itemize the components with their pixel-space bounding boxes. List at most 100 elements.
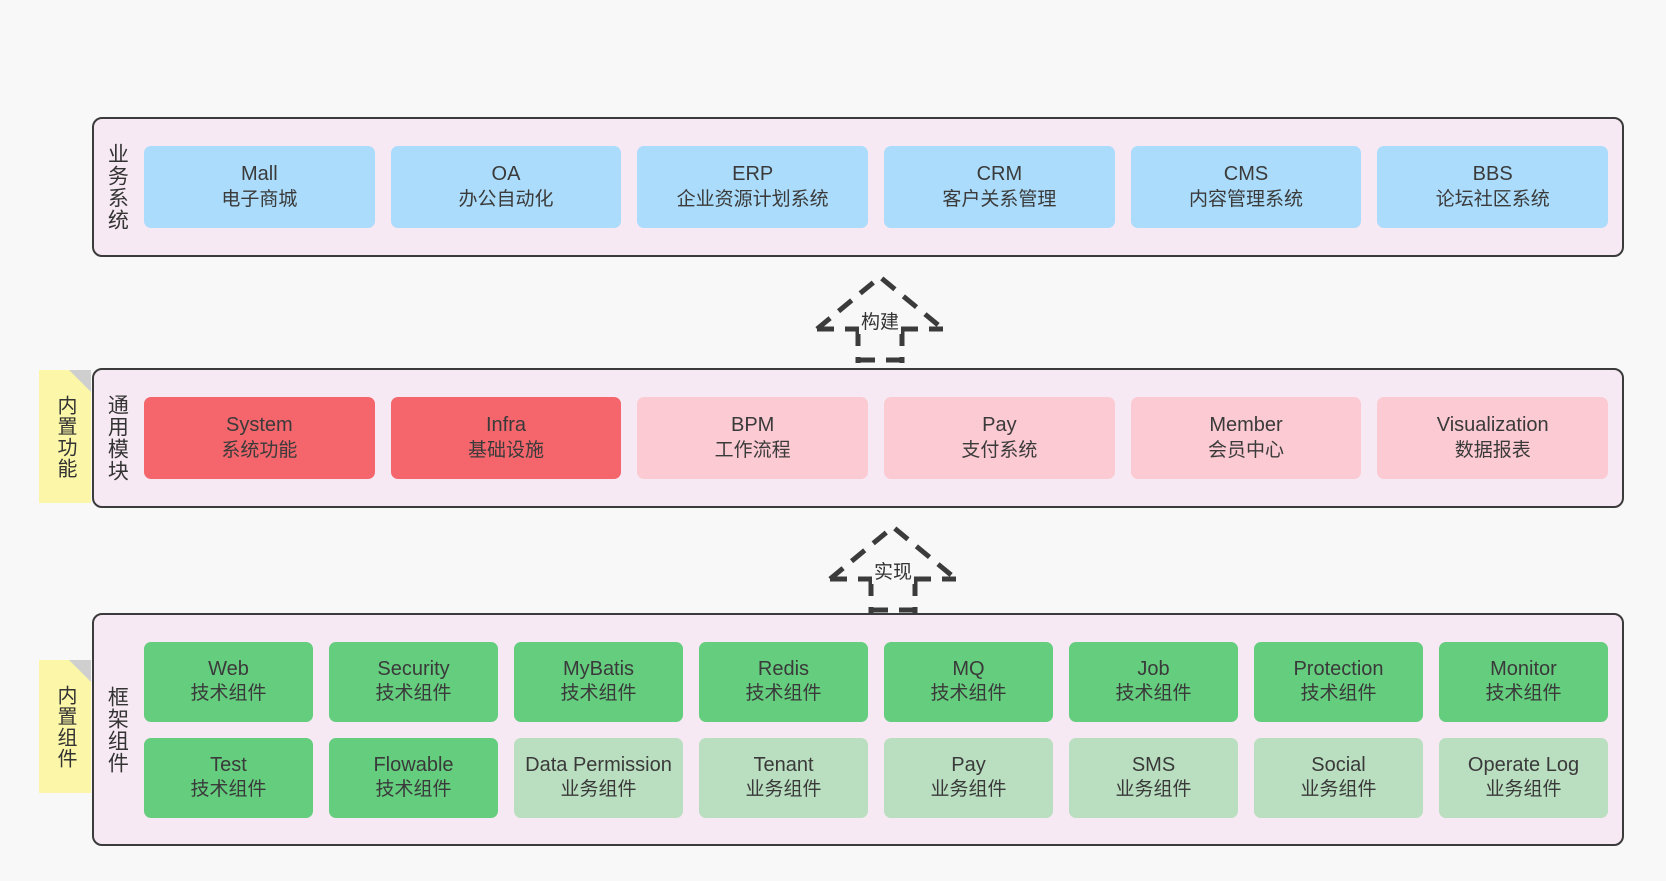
note-label: 内置组件 <box>54 684 76 769</box>
card-data-permission[interactable]: Data Permission 业务组件 <box>514 737 683 818</box>
note-label: 内置功能 <box>54 394 76 479</box>
card-title: Flowable <box>373 753 454 776</box>
card-title: MyBatis <box>562 657 635 680</box>
card-sms[interactable]: SMS 业务组件 <box>1069 737 1238 818</box>
card-security[interactable]: Security 技术组件 <box>329 641 498 722</box>
card-subtitle: 技术组件 <box>560 683 637 705</box>
card-subtitle: 业务组件 <box>930 779 1007 801</box>
note-builtin-function: 内置功能 <box>39 370 91 503</box>
card-row: Test 技术组件 Flowable 技术组件 Data Permission … <box>144 737 1608 818</box>
card-infra[interactable]: Infra 基础设施 <box>390 397 622 479</box>
card-operate-log[interactable]: Operate Log 业务组件 <box>1439 737 1608 818</box>
card-bpm[interactable]: BPM 工作流程 <box>637 397 869 479</box>
card-redis[interactable]: Redis 技术组件 <box>699 641 868 722</box>
card-job[interactable]: Job 技术组件 <box>1069 641 1238 722</box>
layer-title-business-system: 业务系统 <box>105 143 129 231</box>
card-title: Web <box>208 657 249 680</box>
card-crm[interactable]: CRM 客户关系管理 <box>884 146 1115 228</box>
card-title: BPM <box>731 414 775 437</box>
card-subtitle: 工作流程 <box>714 439 791 461</box>
card-title: Social <box>1311 753 1366 776</box>
connector-implement: 实现 <box>818 517 968 613</box>
card-title: BBS <box>1472 163 1513 186</box>
card-subtitle: 会员中心 <box>1208 439 1285 461</box>
card-flowable[interactable]: Flowable 技术组件 <box>329 737 498 818</box>
card-row: System 系统功能 Infra 基础设施 BPM 工作流程 Pay 支付系统… <box>144 397 1609 479</box>
card-title: Infra <box>485 414 527 437</box>
card-pay-component[interactable]: Pay 业务组件 <box>884 737 1053 818</box>
layer-common-module: 通用模块 System 系统功能 Infra 基础设施 BPM 工作流程 Pay… <box>92 368 1624 508</box>
card-title: MQ <box>952 657 985 680</box>
card-subtitle: 技术组件 <box>1300 683 1377 705</box>
card-visualization[interactable]: Visualization 数据报表 <box>1377 397 1609 479</box>
card-row: Mall 电子商城 OA 办公自动化 ERP 企业资源计划系统 CRM 客户关系… <box>144 146 1609 228</box>
card-subtitle: 办公自动化 <box>458 188 554 210</box>
card-title: Protection <box>1293 657 1384 680</box>
card-subtitle: 业务组件 <box>1115 779 1192 801</box>
layer-title-common-module: 通用模块 <box>105 394 129 482</box>
card-title: Member <box>1209 414 1283 437</box>
card-title: CMS <box>1223 163 1269 186</box>
note-builtin-component: 内置组件 <box>39 660 91 793</box>
card-web[interactable]: Web 技术组件 <box>144 641 313 722</box>
layer-title-framework-component: 框架组件 <box>105 685 129 774</box>
card-subtitle: 数据报表 <box>1454 439 1531 461</box>
layer-business-system: 业务系统 Mall 电子商城 OA 办公自动化 ERP 企业资源计划系统 CRM… <box>92 117 1624 257</box>
card-title: ERP <box>732 163 774 186</box>
card-subtitle: 系统功能 <box>221 439 298 461</box>
card-subtitle: 技术组件 <box>375 683 452 705</box>
card-subtitle: 电子商城 <box>221 188 298 210</box>
card-member[interactable]: Member 会员中心 <box>1130 397 1362 479</box>
layer-body-common-module: System 系统功能 Infra 基础设施 BPM 工作流程 Pay 支付系统… <box>138 370 1622 506</box>
card-mq[interactable]: MQ 技术组件 <box>884 641 1053 722</box>
card-title: CRM <box>976 163 1023 186</box>
card-title: Tenant <box>753 753 814 776</box>
card-oa[interactable]: OA 办公自动化 <box>390 146 622 228</box>
card-subtitle: 企业资源计划系统 <box>676 188 829 210</box>
card-subtitle: 技术组件 <box>930 683 1007 705</box>
card-subtitle: 内容管理系统 <box>1189 188 1304 210</box>
card-title: System <box>225 414 293 437</box>
card-subtitle: 论坛社区系统 <box>1435 188 1550 210</box>
card-title: OA <box>491 163 521 186</box>
card-monitor[interactable]: Monitor 技术组件 <box>1439 641 1608 722</box>
note-fold-corner-icon <box>69 660 91 682</box>
card-title: Operate Log <box>1467 753 1580 776</box>
card-system[interactable]: System 系统功能 <box>144 397 375 479</box>
card-title: Monitor <box>1490 657 1557 680</box>
card-subtitle: 技术组件 <box>1115 683 1192 705</box>
layer-body-business-system: Mall 电子商城 OA 办公自动化 ERP 企业资源计划系统 CRM 客户关系… <box>138 119 1622 255</box>
card-subtitle: 技术组件 <box>190 683 267 705</box>
card-mall[interactable]: Mall 电子商城 <box>144 146 375 228</box>
card-pay-module[interactable]: Pay 支付系统 <box>884 397 1115 479</box>
card-subtitle: 技术组件 <box>1485 683 1562 705</box>
card-subtitle: 技术组件 <box>190 779 267 801</box>
card-test[interactable]: Test 技术组件 <box>144 737 313 818</box>
card-title: Security <box>377 657 450 680</box>
card-subtitle: 业务组件 <box>1300 779 1377 801</box>
card-erp[interactable]: ERP 企业资源计划系统 <box>637 146 869 228</box>
card-subtitle: 支付系统 <box>961 439 1038 461</box>
card-cms[interactable]: CMS 内容管理系统 <box>1130 146 1362 228</box>
card-title: Redis <box>757 657 810 680</box>
card-title: SMS <box>1131 753 1176 776</box>
card-subtitle: 技术组件 <box>745 683 822 705</box>
card-social[interactable]: Social 业务组件 <box>1254 737 1423 818</box>
card-subtitle: 技术组件 <box>375 779 452 801</box>
card-subtitle: 基础设施 <box>468 439 545 461</box>
card-title: Test <box>210 753 247 776</box>
card-title: Job <box>1137 657 1170 680</box>
connector-label-build: 构建 <box>858 307 902 334</box>
card-protection[interactable]: Protection 技术组件 <box>1254 641 1423 722</box>
card-subtitle: 业务组件 <box>1485 779 1562 801</box>
connector-build: 构建 <box>805 267 955 363</box>
card-bbs[interactable]: BBS 论坛社区系统 <box>1377 146 1609 228</box>
card-subtitle: 客户关系管理 <box>942 188 1057 210</box>
layer-framework-component: 框架组件 Web 技术组件 Security 技术组件 MyBatis 技术组件… <box>92 613 1624 846</box>
card-subtitle: 业务组件 <box>745 779 822 801</box>
note-fold-corner-icon <box>69 370 91 392</box>
card-title: Pay <box>951 753 986 776</box>
card-mybatis[interactable]: MyBatis 技术组件 <box>514 641 683 722</box>
card-tenant[interactable]: Tenant 业务组件 <box>699 737 868 818</box>
